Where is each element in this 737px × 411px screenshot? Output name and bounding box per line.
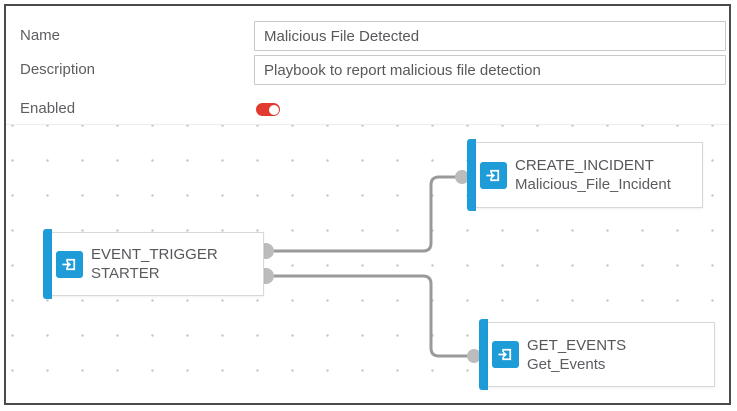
node-subtitle: Malicious_File_Incident: [515, 176, 671, 193]
node-card[interactable]: GET_EVENTS Get_Events: [488, 322, 715, 387]
import-arrow-icon: [56, 250, 83, 278]
edge-trigger-to-create-incident[interactable]: [264, 175, 467, 253]
import-arrow-icon: [480, 161, 507, 189]
node-card[interactable]: EVENT_TRIGGER STARTER: [52, 232, 264, 296]
node-subtitle: STARTER: [91, 265, 160, 282]
playbook-properties-form: Name Description Enabled: [6, 6, 729, 124]
node-title: GET_EVENTS: [527, 336, 627, 354]
node-event-trigger[interactable]: EVENT_TRIGGER STARTER: [43, 229, 264, 299]
import-arrow-icon: [492, 341, 519, 368]
enabled-toggle[interactable]: [256, 103, 280, 116]
node-subtitle: Get_Events: [527, 355, 606, 373]
node-accent-bar: [479, 319, 488, 390]
enabled-label: Enabled: [20, 100, 76, 117]
description-label: Description: [20, 61, 96, 78]
toggle-knob-icon: [269, 104, 279, 115]
node-title: EVENT_TRIGGER: [91, 246, 218, 263]
node-title: CREATE_INCIDENT: [515, 157, 654, 174]
node-get-events[interactable]: GET_EVENTS Get_Events: [479, 319, 715, 390]
edge-trigger-to-get-events[interactable]: [264, 274, 479, 358]
playbook-editor-panel: Name Description Enabled: [4, 4, 731, 405]
name-input[interactable]: [254, 21, 726, 51]
node-accent-bar: [467, 139, 476, 211]
description-input[interactable]: [254, 55, 726, 85]
name-label: Name: [20, 27, 61, 44]
node-accent-bar: [43, 229, 52, 299]
node-card[interactable]: CREATE_INCIDENT Malicious_File_Incident: [476, 142, 703, 208]
node-create-incident[interactable]: CREATE_INCIDENT Malicious_File_Incident: [467, 139, 703, 211]
